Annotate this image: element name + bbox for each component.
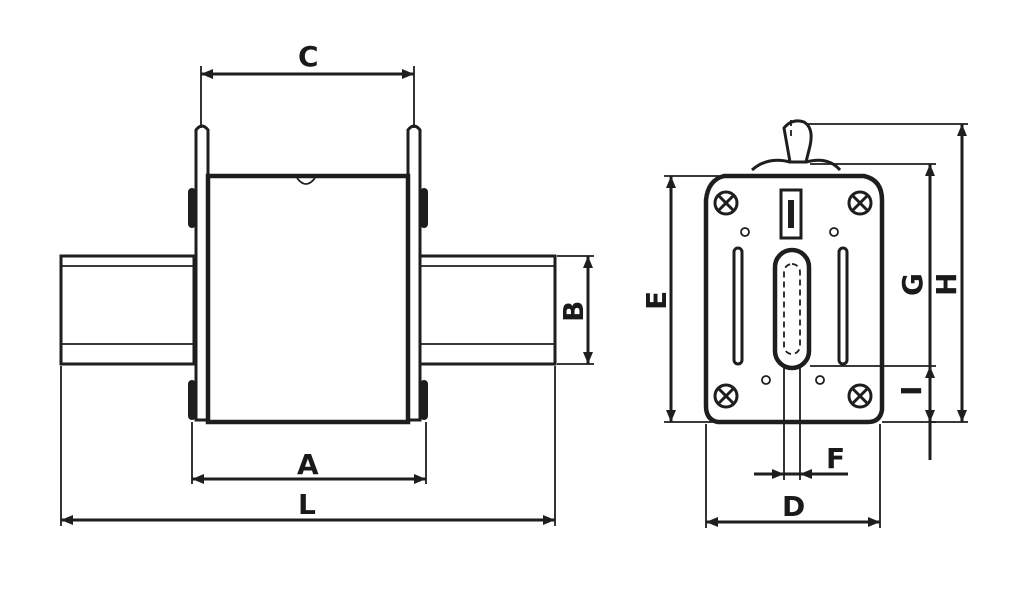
corner-screw-bottom-right [847,383,873,409]
dimension-d: D [705,424,881,528]
dimension-b: B [557,255,594,365]
dimension-d-label: D [782,490,805,523]
dimension-l-label: L [298,488,316,521]
small-holes [740,227,839,385]
dimension-l: L [60,366,556,526]
dimension-h-label: H [930,273,963,296]
indicator-window [779,188,803,240]
side-view: E G H I [640,119,968,528]
dimension-b-label: B [557,301,590,322]
striker-indicator [751,119,842,172]
dimension-a: A [191,422,427,484]
right-end-plate [406,124,428,422]
end-plate-body [703,173,885,425]
dimension-g: G [810,163,936,423]
left-end-plate [188,124,210,422]
dimension-e-label: E [640,291,673,310]
fuse-body [205,173,411,425]
dimension-f: F [754,442,848,479]
left-blade-contact [59,254,196,366]
dimension-a-label: A [297,448,319,481]
corner-screw-top-left [713,190,739,216]
dimension-h: H [806,123,968,423]
dimension-e: E [640,175,724,423]
dimension-i: I [810,365,936,460]
corner-screw-top-right [847,190,873,216]
dimension-c: C [200,40,415,128]
corner-screw-bottom-left [713,383,739,409]
right-blade-contact [418,254,557,366]
dimension-f-label: F [826,442,845,475]
dimension-c-label: C [298,40,319,73]
front-view: C A L B [59,40,594,526]
dimension-i-label: I [895,386,928,396]
centerlines [783,120,801,480]
vertical-slots [732,246,849,371]
dimension-g-label: G [896,273,929,296]
